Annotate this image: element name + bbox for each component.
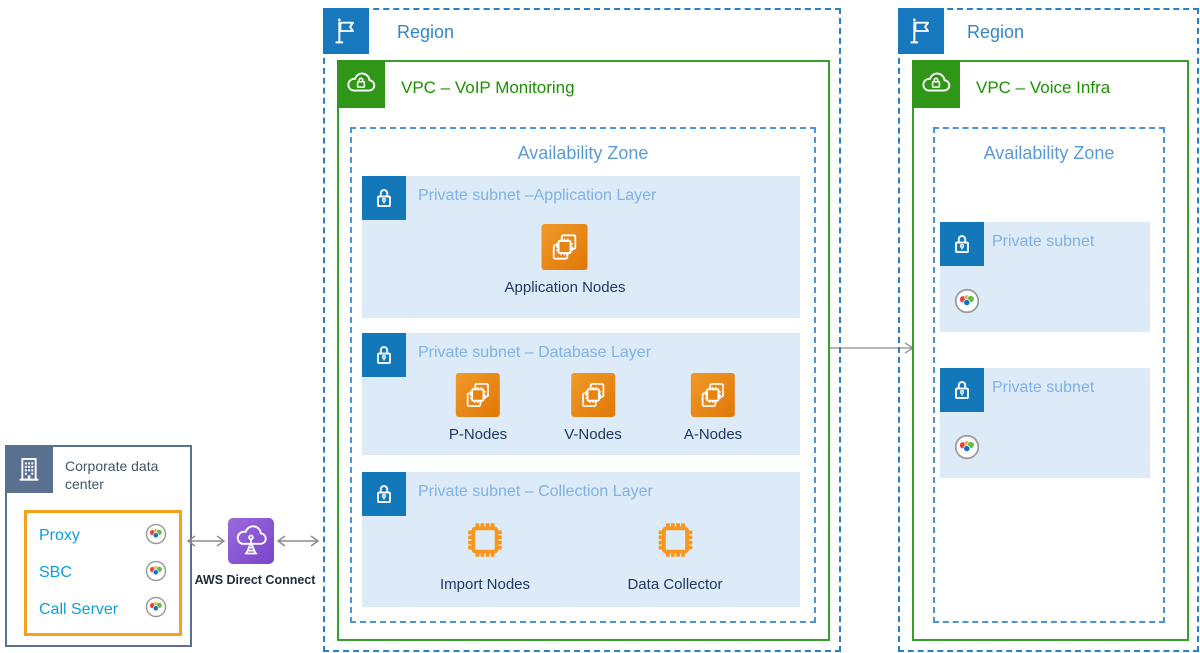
node-label: Import Nodes (439, 576, 531, 593)
subnet-title: Private subnet – Collection Layer (418, 483, 653, 500)
node-label: P-Nodes (448, 426, 508, 443)
onprem-item-call-server: Call Server (39, 596, 167, 623)
onprem-item-label: Call Server (39, 600, 119, 618)
subnet-title: Private subnet (992, 379, 1095, 396)
onprem-item-sbc: SBC (39, 560, 167, 587)
region-flag-icon (323, 8, 369, 54)
region-left: Region VPC – VoIP Monitoring Availabilit… (323, 8, 841, 652)
private-subnet-lock-icon (362, 176, 406, 220)
private-subnet-lock-icon (940, 222, 984, 266)
availability-zone-left: Availability Zone Private subnet –Applic… (350, 127, 816, 623)
chip-icon (461, 516, 509, 564)
region-label: Region (967, 22, 1025, 42)
node-application: Application Nodes (504, 224, 626, 296)
availability-zone-label: Availability Zone (517, 143, 649, 163)
region-flag-icon (898, 8, 944, 54)
subnet-collection-layer: Private subnet – Collection Layer Import… (362, 472, 800, 607)
vpc-voip-monitoring: VPC – VoIP Monitoring Availability Zone … (337, 60, 830, 641)
gauge-icon (954, 434, 980, 460)
region-right: Region VPC – Voice Infra Availability Zo… (898, 8, 1199, 652)
subnet-title: Private subnet –Application Layer (418, 187, 657, 204)
availability-zone-right: Availability Zone Private subnet (933, 127, 1165, 623)
node-v-nodes: V-Nodes (564, 373, 622, 443)
gauge-icon (145, 523, 167, 550)
direct-connect-label: AWS Direct Connect (194, 573, 316, 587)
node-label: Data Collector (627, 576, 723, 593)
node-label: V-Nodes (564, 426, 622, 443)
subnet-voice-1: Private subnet (940, 222, 1150, 332)
node-label: A-Nodes (683, 426, 743, 443)
vpc-voice-infra: VPC – Voice Infra Availability Zone Priv… (912, 60, 1189, 641)
region-label: Region (397, 22, 455, 42)
gauge-icon (145, 596, 167, 623)
node-data-collector: Data Collector (627, 516, 723, 593)
building-icon (5, 445, 53, 493)
onprem-systems-box: Proxy SBC (24, 510, 182, 636)
onprem-item-label: SBC (39, 564, 72, 581)
node-import-nodes: Import Nodes (440, 516, 530, 593)
node-label: Application Nodes (504, 279, 626, 296)
ec2-instances-icon (690, 373, 735, 417)
node-p-nodes: P-Nodes (449, 373, 507, 443)
private-subnet-lock-icon (362, 472, 406, 516)
vpc-cloud-lock-icon (337, 60, 385, 108)
private-subnet-lock-icon (362, 333, 406, 377)
double-arrow-icon (276, 535, 320, 547)
gauge-icon (145, 560, 167, 587)
direct-connect-icon (228, 518, 274, 564)
gauge-icon (954, 288, 980, 314)
vpc-label: VPC – Voice Infra (976, 78, 1111, 97)
ec2-instances-icon (541, 224, 588, 270)
vpc-cloud-lock-icon (912, 60, 960, 108)
vpc-label: VPC – VoIP Monitoring (401, 78, 575, 97)
availability-zone-label: Availability Zone (983, 143, 1115, 163)
subnet-title: Private subnet (992, 233, 1095, 250)
ec2-instances-icon (570, 373, 615, 417)
onprem-item-proxy: Proxy (39, 523, 167, 550)
private-subnet-lock-icon (940, 368, 984, 412)
onprem-item-label: Proxy (39, 527, 80, 545)
ec2-instances-icon (455, 373, 500, 417)
corporate-data-center-box: Corporate data center Proxy SBC (5, 445, 192, 647)
double-arrow-icon (186, 535, 226, 547)
corporate-title: Corporate data center (65, 458, 159, 493)
chip-icon (651, 516, 699, 564)
subnet-voice-2: Private subnet (940, 368, 1150, 478)
subnet-application-layer: Private subnet –Application Layer Applic… (362, 176, 800, 318)
node-a-nodes: A-Nodes (684, 373, 742, 443)
subnet-title: Private subnet – Database Layer (418, 344, 652, 361)
subnet-database-layer: Private subnet – Database Layer P-Nodes (362, 333, 800, 455)
